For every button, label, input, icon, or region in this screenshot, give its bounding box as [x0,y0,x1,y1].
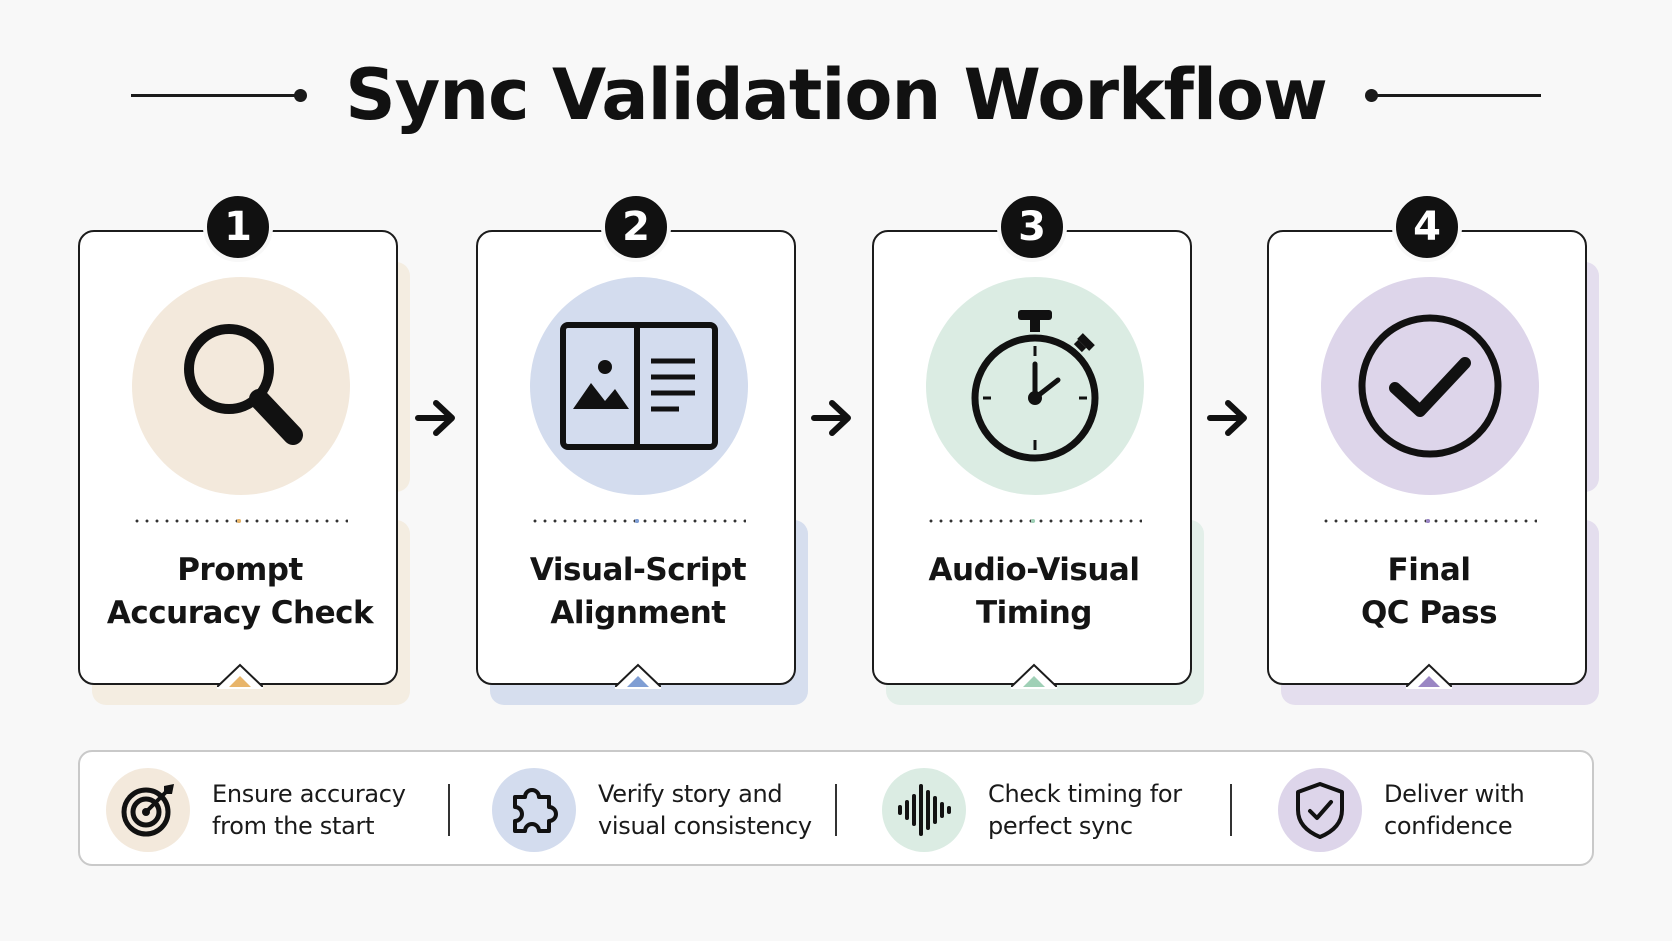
summary-text: Check timing for perfect sync [988,778,1182,842]
step-number-badge: 1 [203,192,273,262]
icon-background [530,277,748,495]
icon-background [1278,768,1362,852]
icon-background [926,277,1144,495]
summary-line-1: Check timing for [988,780,1182,808]
arrow-right-icon [415,400,455,436]
step-number-badge: 3 [997,192,1067,262]
card-body: Audio-Visual Timing [872,230,1194,689]
summary-divider [1230,784,1232,836]
card-notch [217,663,263,689]
summary-text: Ensure accuracy from the start [212,778,406,842]
dotted-divider [132,519,348,523]
card-body: Final QC Pass [1267,230,1589,689]
summary-item-1: Ensure accuracy from the start [106,752,406,868]
icon-background [106,768,190,852]
step-label-line-1: Final [1387,552,1471,588]
summary-item-2: Verify story and visual consistency [492,752,812,868]
shield-check-icon [1296,782,1344,839]
summary-line-2: perfect sync [988,812,1133,840]
dotted-divider [1321,519,1537,523]
summary-line-2: confidence [1384,812,1513,840]
magnifying-glass-icon [184,324,303,445]
card-notch [1406,663,1452,689]
step-label: Audio-Visual Timing [874,549,1194,635]
check-circle-icon [1358,314,1502,458]
summary-line-2: visual consistency [598,812,812,840]
step-label-line-2: Alignment [550,595,726,631]
summary-line-1: Ensure accuracy [212,780,406,808]
step-label: Final QC Pass [1269,549,1589,635]
icon-background [132,277,350,495]
summary-item-3: Check timing for perfect sync [882,752,1182,868]
title-row: Sync Validation Workflow [0,42,1672,148]
card-notch [615,663,661,689]
icon-background [1321,277,1539,495]
summary-bar: Ensure accuracy from the start Verify st… [78,750,1594,866]
icon-background [492,768,576,852]
summary-text: Verify story and visual consistency [598,778,812,842]
page-title: Sync Validation Workflow [345,54,1327,136]
step-card-2: Visual-Script Alignment 2 [476,192,808,705]
arrow-right-icon [1207,400,1247,436]
target-icon [121,784,174,837]
card-body: Prompt Accuracy Check [78,230,400,689]
dotted-divider [530,519,746,523]
sound-wave-icon [898,784,951,836]
step-label-line-2: QC Pass [1360,595,1498,631]
icon-background [882,768,966,852]
title-right-rule [1364,88,1541,102]
card-body: Visual-Script Alignment [476,230,798,689]
dotted-divider [926,519,1142,523]
summary-divider [835,784,837,836]
step-number-badge: 2 [601,192,671,262]
summary-text: Deliver with confidence [1384,778,1525,842]
summary-item-4: Deliver with confidence [1278,752,1525,868]
storyboard-icon [560,322,718,450]
step-label-line-1: Prompt [177,552,303,588]
step-card-4: Final QC Pass 4 [1267,192,1599,705]
step-label-line-1: Audio-Visual [928,552,1140,588]
title-left-rule [131,88,308,102]
step-number-badge: 4 [1392,192,1462,262]
arrow-right-icon [811,400,851,436]
stopwatch-icon [971,310,1099,462]
step-label-line-1: Visual-Script [529,552,747,588]
summary-line-2: from the start [212,812,375,840]
step-card-1: Prompt Accuracy Check 1 [78,192,410,705]
summary-line-1: Deliver with [1384,780,1525,808]
summary-line-1: Verify story and [598,780,783,808]
step-label-line-2: Accuracy Check [106,595,374,631]
step-card-3: Audio-Visual Timing 3 [872,192,1204,705]
summary-divider [448,784,450,836]
step-label: Prompt Accuracy Check [80,549,400,635]
step-label: Visual-Script Alignment [478,549,798,635]
puzzle-icon [513,788,558,833]
step-label-line-2: Timing [976,595,1092,631]
card-notch [1011,663,1057,689]
